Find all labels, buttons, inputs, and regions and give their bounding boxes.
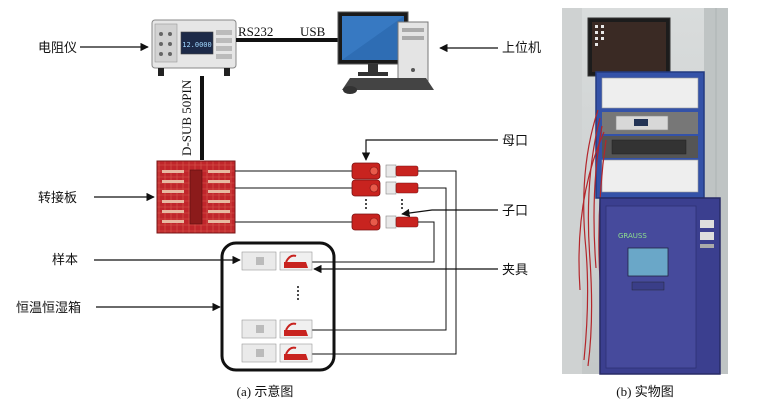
fixture-wires: [312, 170, 457, 355]
arrow-male-port: [401, 208, 498, 218]
label-dsub: D-SUB 50PIN: [179, 79, 194, 156]
chamber-box: [220, 241, 336, 372]
meter-display: 12.0000: [182, 41, 212, 49]
label-fixture: 夹具: [502, 263, 528, 278]
photo-chamber-brand: GRAUSS: [618, 232, 647, 240]
label-adapter-board: 转接板: [38, 190, 77, 206]
label-female-port: 母口: [502, 134, 528, 149]
photo-panel: GRAUSS: [562, 8, 728, 375]
resistance-meter: 12.0000: [151, 19, 237, 76]
arrow-female-port: [361, 139, 498, 161]
label-rs232: RS232: [238, 24, 273, 39]
female-connectors: [351, 162, 381, 231]
label-usb: USB: [300, 24, 326, 39]
label-resistance-meter: 电阻仪: [38, 41, 77, 56]
label-chamber: 恒温恒湿箱: [16, 300, 81, 316]
male-connectors: [385, 164, 419, 229]
board-wires: [235, 170, 352, 223]
adapter-board: [156, 160, 236, 234]
host-computer: [337, 11, 434, 94]
samples-and-fixtures: [241, 251, 313, 363]
caption-right: (b) 实物图: [616, 384, 673, 399]
caption-left: (a) 示意图: [237, 384, 294, 399]
label-host-computer: 上位机: [502, 41, 541, 56]
label-sample: 样本: [52, 253, 78, 268]
label-male-port: 子口: [502, 204, 528, 219]
